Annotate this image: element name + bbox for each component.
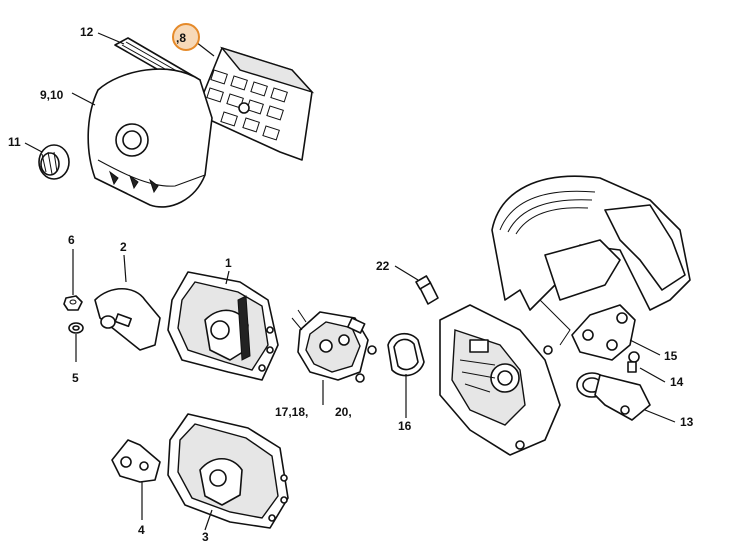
callout-8[interactable]: ,8 <box>176 31 186 45</box>
callout-22[interactable]: 22 <box>376 259 390 273</box>
part-9-10-shroud[interactable] <box>87 68 213 208</box>
callout-6[interactable]: 6 <box>68 233 75 247</box>
part-14-screw[interactable] <box>627 351 640 373</box>
callout-3[interactable]: 3 <box>202 530 209 544</box>
callout-14[interactable]: 14 <box>670 375 684 389</box>
part-3-muffler[interactable] <box>167 413 289 529</box>
part-16-gasket[interactable] <box>387 332 425 377</box>
chainsaw-housing <box>439 175 691 456</box>
callout-9-10[interactable]: 9,10 <box>40 88 64 102</box>
part-17-18-20-carburetor[interactable] <box>291 309 377 383</box>
part-4-shield[interactable] <box>111 439 161 483</box>
callout-1[interactable]: 1 <box>225 256 232 270</box>
callout-20[interactable]: 20, <box>335 405 352 419</box>
part-22-plug[interactable] <box>415 275 439 305</box>
callout-16[interactable]: 16 <box>398 419 412 433</box>
part-1-muffler[interactable] <box>167 271 279 381</box>
callout-8-highlight <box>172 23 200 51</box>
part-11-knob[interactable] <box>38 144 70 180</box>
callout-12[interactable]: 12 <box>80 25 94 39</box>
callout-5[interactable]: 5 <box>72 371 79 385</box>
callout-4[interactable]: 4 <box>138 523 145 537</box>
part-5-washer[interactable] <box>68 322 84 334</box>
callout-13[interactable]: 13 <box>680 415 694 429</box>
callout-11[interactable]: 11 <box>8 135 21 149</box>
callout-15[interactable]: 15 <box>664 349 678 363</box>
leader-lines <box>24 32 676 531</box>
part-13-intake-boot[interactable] <box>576 372 651 421</box>
callout-17-18[interactable]: 17,18, <box>275 405 308 419</box>
part-15-flange[interactable] <box>571 304 636 361</box>
callout-2[interactable]: 2 <box>120 240 127 254</box>
part-6-nut[interactable] <box>63 295 83 311</box>
part-8-air-filter[interactable] <box>199 46 315 161</box>
part-2-bracket[interactable] <box>94 288 161 351</box>
